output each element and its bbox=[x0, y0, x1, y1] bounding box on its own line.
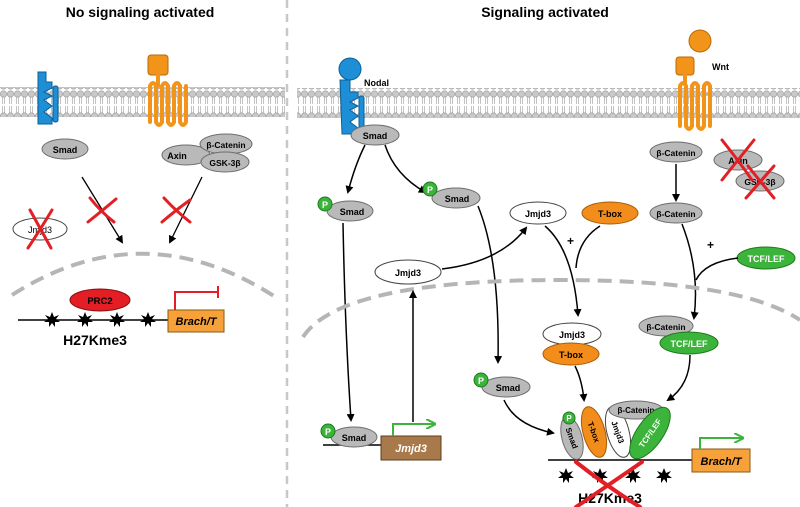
tcf-lef-nuc bbox=[659, 331, 719, 355]
jmjd3-mid-label: Jmjd3 bbox=[395, 268, 421, 278]
beta-catenin-nuc-label: β-Catenin bbox=[646, 322, 685, 332]
p-smad-3-label: Smad bbox=[496, 383, 521, 393]
h3k27me3-left: H27Kme3 bbox=[63, 332, 127, 348]
jmjd3-red-cross bbox=[26, 208, 54, 250]
phospho-1-label: P bbox=[322, 200, 328, 210]
beta-catenin-right-1 bbox=[649, 141, 703, 163]
tbox-top bbox=[581, 201, 639, 225]
arrow-jmjd3-up bbox=[441, 226, 528, 270]
prc2 bbox=[69, 288, 131, 312]
complex-beta-catenin-label: β-Catenin bbox=[618, 406, 655, 415]
red-cross-1 bbox=[86, 196, 118, 224]
arrow-psmad1-down bbox=[342, 222, 355, 422]
phospho-2 bbox=[422, 181, 438, 197]
blue-receptor-left bbox=[37, 71, 59, 125]
beta-catenin-right-2-label: β-Catenin bbox=[656, 209, 695, 219]
title-left: No signaling activated bbox=[66, 4, 215, 20]
wnt-label: Wnt bbox=[712, 62, 729, 72]
smad-left-label: Smad bbox=[53, 145, 78, 155]
h3k27me3-stars-left bbox=[44, 312, 156, 327]
orange-receptor-left bbox=[147, 54, 188, 127]
gsk3b-left-label: GSK-3β bbox=[209, 158, 240, 168]
brach-gene-right bbox=[691, 448, 751, 473]
blocked-arrow-2 bbox=[169, 176, 203, 244]
beta-catenin-right-1-label: β-Catenin bbox=[656, 148, 695, 158]
jmjd3-nuc-label: Jmjd3 bbox=[559, 330, 585, 340]
arrow-psmad3-complex bbox=[503, 399, 555, 436]
phospho-3-label: P bbox=[478, 376, 484, 386]
phospho-4-label: P bbox=[325, 427, 331, 437]
nuclear-envelope-left bbox=[10, 251, 282, 302]
jmjd3-top bbox=[509, 201, 567, 225]
phospho-3 bbox=[473, 372, 489, 388]
axin-left-label: Axin bbox=[167, 151, 187, 161]
wnt-ligand bbox=[688, 29, 712, 53]
jmjd3-mid bbox=[374, 259, 442, 285]
phospho-complex bbox=[562, 411, 576, 425]
nodal-ligand bbox=[338, 57, 362, 81]
plus-1: + bbox=[567, 234, 574, 248]
nodal-label: Nodal bbox=[364, 78, 389, 88]
repressed-tss bbox=[174, 286, 219, 310]
jmjd3-tss-arrow bbox=[392, 424, 434, 436]
arrow-tcf-complex bbox=[666, 354, 691, 402]
arrow-jmjd3-tbox-merge bbox=[544, 225, 582, 317]
smad-receptor-right-label: Smad bbox=[363, 131, 388, 141]
nuclear-envelope-right bbox=[301, 277, 800, 339]
red-cross-2 bbox=[160, 196, 192, 224]
brach-gene-right-label: Brach/T bbox=[701, 456, 743, 468]
complex-smad: Smad bbox=[560, 416, 584, 460]
complex-tbox: T-box bbox=[580, 406, 608, 458]
arrow-smad-1 bbox=[345, 144, 366, 194]
phospho-1 bbox=[317, 196, 333, 212]
arrow-bcat-tcf bbox=[681, 223, 699, 320]
smad-receptor-right bbox=[350, 124, 400, 146]
plus-2: + bbox=[707, 238, 714, 252]
tcf-lef-top-label: TCF/LEF bbox=[748, 254, 785, 264]
tbox-top-label: T-box bbox=[598, 209, 622, 219]
p-smad-2 bbox=[431, 187, 481, 209]
gsk3b-left bbox=[200, 151, 250, 173]
arrow-tbox-complex bbox=[574, 365, 588, 402]
h3k27me3-red-cross bbox=[574, 460, 644, 507]
orange-receptor-right bbox=[675, 56, 712, 131]
phospho-complex-label: P bbox=[566, 414, 572, 423]
destruction-complex-cross bbox=[720, 138, 776, 200]
jmjd3-gene bbox=[380, 435, 442, 461]
brach-tss-arrow bbox=[699, 438, 742, 449]
brach-gene-left bbox=[167, 309, 225, 333]
smad-left bbox=[41, 138, 89, 160]
smad-promoter-label: Smad bbox=[342, 433, 367, 443]
h3k27me3-stars-right bbox=[558, 468, 672, 483]
beta-catenin-right-2 bbox=[649, 202, 703, 224]
beta-catenin-left-label: β-Catenin bbox=[206, 140, 245, 150]
arrow-smad-2 bbox=[384, 144, 427, 193]
jmjd3-gene-label: Jmjd3 bbox=[395, 443, 427, 455]
p-smad-1-label: Smad bbox=[340, 207, 365, 217]
prc2-label: PRC2 bbox=[87, 296, 112, 307]
tcf-lef-nuc-label: TCF/LEF bbox=[671, 339, 708, 349]
title-right: Signaling activated bbox=[481, 4, 609, 20]
arrow-psmad2-down bbox=[477, 205, 503, 364]
phospho-4 bbox=[320, 423, 336, 439]
jmjd3-top-label: Jmjd3 bbox=[525, 209, 551, 219]
phospho-2-label: P bbox=[427, 185, 433, 195]
p-smad-2-label: Smad bbox=[445, 194, 470, 204]
brach-gene-left-label: Brach/T bbox=[176, 316, 218, 328]
tbox-nuc bbox=[542, 342, 600, 366]
tbox-nuc-label: T-box bbox=[559, 350, 583, 360]
